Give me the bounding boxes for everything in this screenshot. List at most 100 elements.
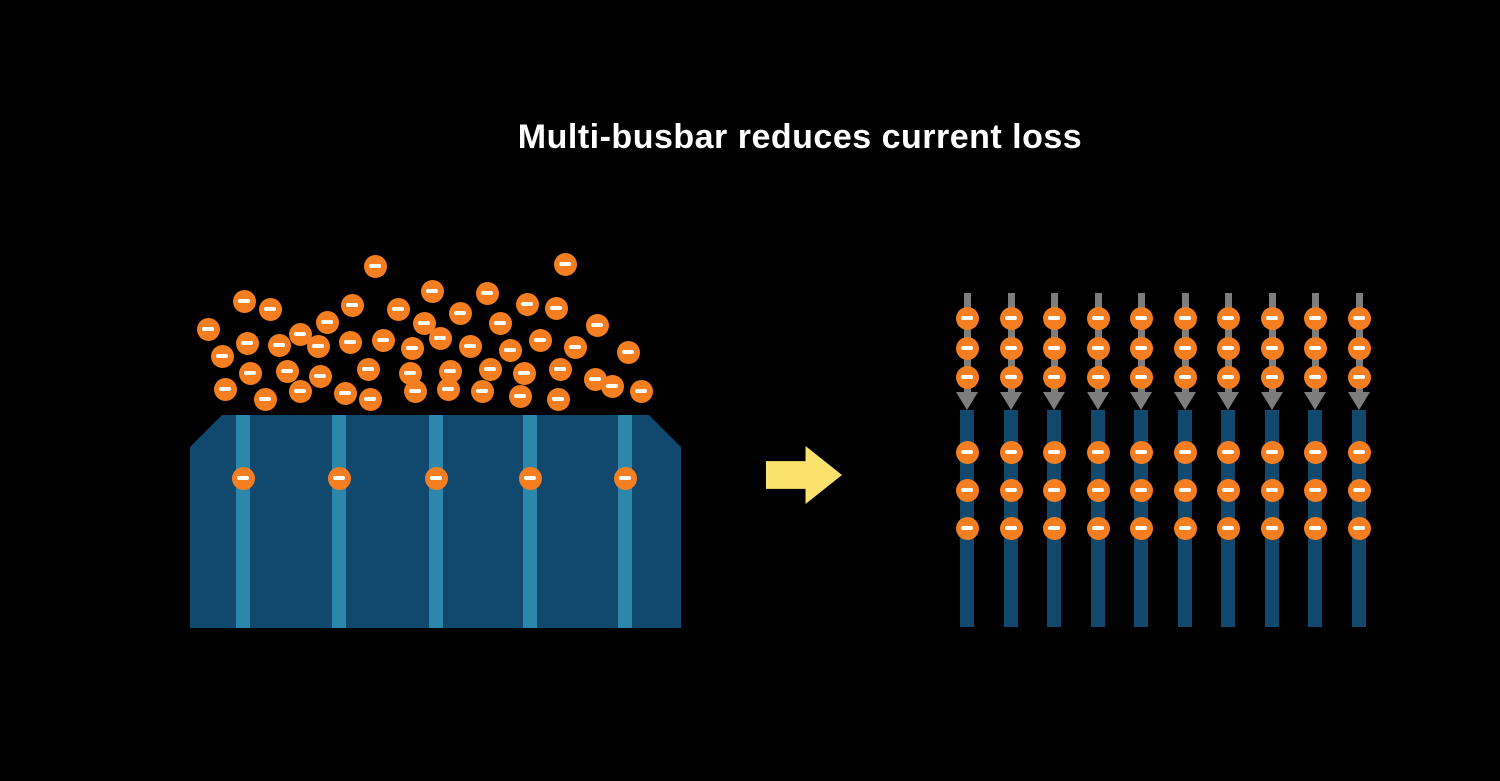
minus-symbol <box>1353 316 1365 320</box>
minus-symbol <box>219 387 231 391</box>
minus-symbol <box>1135 526 1147 530</box>
electron-icon <box>288 322 312 346</box>
electron-icon <box>1173 478 1197 502</box>
minus-symbol <box>1222 316 1234 320</box>
electron-icon <box>1042 336 1066 360</box>
electron-icon <box>1173 306 1197 330</box>
electron-icon <box>424 466 448 490</box>
electron-icon <box>1129 365 1153 389</box>
electron-icon <box>1260 440 1284 464</box>
minus-symbol <box>524 476 536 480</box>
electron-icon <box>1086 306 1110 330</box>
electron-icon <box>1347 516 1371 540</box>
down-arrow-head <box>1043 392 1065 410</box>
down-arrow-head <box>1130 392 1152 410</box>
electron-icon <box>253 387 277 411</box>
electron-icon <box>1216 478 1240 502</box>
minus-symbol <box>606 384 618 388</box>
minus-symbol <box>559 262 571 266</box>
electron-icon <box>1216 336 1240 360</box>
electron-icon <box>420 279 444 303</box>
electron-icon <box>955 440 979 464</box>
minus-symbol <box>1353 488 1365 492</box>
minus-symbol <box>1179 375 1191 379</box>
minus-symbol <box>1179 346 1191 350</box>
minus-symbol <box>1266 526 1278 530</box>
electron-icon <box>232 289 256 313</box>
electron-icon <box>1347 365 1371 389</box>
minus-symbol <box>622 350 634 354</box>
electron-icon <box>358 387 382 411</box>
electron-icon <box>213 377 237 401</box>
electron-icon <box>1173 516 1197 540</box>
minus-symbol <box>1222 375 1234 379</box>
electron-icon <box>488 311 512 335</box>
minus-symbol <box>216 354 228 358</box>
electron-icon <box>403 379 427 403</box>
minus-symbol <box>1353 450 1365 454</box>
electron-icon <box>1303 440 1327 464</box>
minus-symbol <box>444 369 456 373</box>
minus-symbol <box>1222 526 1234 530</box>
minus-symbol <box>1179 450 1191 454</box>
electron-icon <box>1347 440 1371 464</box>
minus-symbol <box>1135 316 1147 320</box>
electron-icon <box>308 364 332 388</box>
minus-symbol <box>514 394 526 398</box>
minus-symbol <box>454 311 466 315</box>
minus-symbol <box>377 338 389 342</box>
minus-symbol <box>484 367 496 371</box>
electron-icon <box>196 317 220 341</box>
minus-symbol <box>281 369 293 373</box>
electron-icon <box>333 381 357 405</box>
minus-symbol <box>518 371 530 375</box>
minus-symbol <box>312 344 324 348</box>
electron-icon <box>955 516 979 540</box>
electron-icon <box>1042 516 1066 540</box>
minus-symbol <box>1005 450 1017 454</box>
electron-icon <box>1173 336 1197 360</box>
down-arrow-head <box>1261 392 1283 410</box>
electron-icon <box>315 310 339 334</box>
electron-icon <box>955 306 979 330</box>
minus-symbol <box>1005 375 1017 379</box>
electron-icon <box>1173 440 1197 464</box>
minus-symbol <box>464 344 476 348</box>
minus-symbol <box>1005 488 1017 492</box>
minus-symbol <box>1309 375 1321 379</box>
electron-icon <box>1260 516 1284 540</box>
electron-icon <box>275 359 299 383</box>
minus-symbol <box>961 316 973 320</box>
minus-symbol <box>314 374 326 378</box>
minus-symbol <box>369 264 381 268</box>
electron-icon <box>371 328 395 352</box>
minus-symbol <box>1309 316 1321 320</box>
minus-symbol <box>202 327 214 331</box>
electron-icon <box>1303 365 1327 389</box>
electron-icon <box>306 334 330 358</box>
minus-symbol <box>481 291 493 295</box>
minus-symbol <box>294 332 306 336</box>
electron-icon <box>1303 336 1327 360</box>
minus-symbol <box>409 389 421 393</box>
minus-symbol <box>619 476 631 480</box>
electron-icon <box>258 297 282 321</box>
electron-icon <box>553 252 577 276</box>
electron-icon <box>1129 306 1153 330</box>
minus-symbol <box>1092 450 1104 454</box>
electron-icon <box>1042 478 1066 502</box>
minus-symbol <box>1266 450 1278 454</box>
minus-symbol <box>504 348 516 352</box>
minus-symbol <box>1309 526 1321 530</box>
minus-symbol <box>333 476 345 480</box>
electron-icon <box>438 359 462 383</box>
electron-icon <box>1347 478 1371 502</box>
minus-symbol <box>550 306 562 310</box>
minus-symbol <box>1266 316 1278 320</box>
electron-icon <box>1260 478 1284 502</box>
electron-icon <box>267 333 291 357</box>
electron-icon <box>1086 440 1110 464</box>
electron-icon <box>1216 306 1240 330</box>
minus-symbol <box>339 391 351 395</box>
